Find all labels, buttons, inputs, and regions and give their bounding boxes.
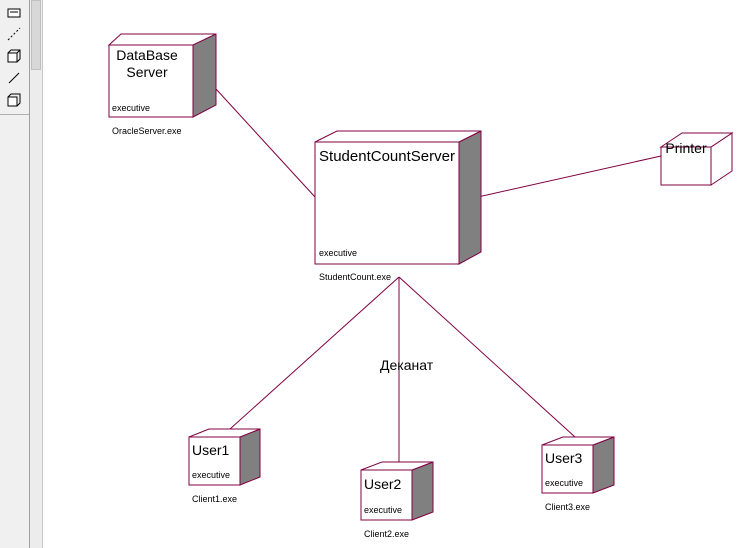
diagram-toolbar [0, 0, 30, 548]
node-name: Server [126, 64, 168, 80]
node-name: User2 [364, 476, 402, 492]
node-artifact-label: OracleServer.exe [112, 126, 182, 136]
vertical-scrollbar[interactable] [30, 0, 43, 548]
node-user2[interactable]: User2 executive [360, 461, 434, 521]
connection-label: Деканат [380, 357, 434, 373]
node-stereotype: executive [112, 103, 150, 113]
connection-server-printer[interactable] [468, 155, 662, 200]
scrollbar-thumb[interactable] [31, 0, 41, 70]
connection-line-icon [8, 72, 20, 84]
node-artifact-label: Client3.exe [545, 502, 590, 512]
node-name: User3 [545, 450, 583, 466]
node-stereotype: executive [545, 478, 583, 488]
connection-database-server[interactable] [204, 76, 316, 198]
node-user1[interactable]: User1 executive [188, 428, 261, 486]
node-stereotype: executive [364, 505, 402, 515]
node-stereotype: executive [319, 248, 357, 258]
node-user3[interactable]: User3 executive [541, 436, 615, 494]
node-name: StudentCountServer [319, 148, 455, 165]
node-printer[interactable]: Printer [659, 132, 734, 186]
node-name: Printer [665, 140, 707, 156]
processor-tool-button[interactable] [4, 46, 24, 66]
toolbar-separator [0, 114, 29, 115]
node-stereotype: executive [192, 470, 230, 480]
device-icon [7, 93, 21, 107]
connection-server-user1[interactable] [229, 276, 400, 430]
note-tool-button[interactable] [4, 4, 24, 24]
node-name: DataBase [116, 47, 178, 63]
device-tool-button[interactable] [4, 90, 24, 110]
processor-icon [7, 49, 21, 63]
connection-tool-button[interactable] [4, 68, 24, 88]
node-database-server[interactable]: DataBase Server executive [107, 33, 217, 118]
node-artifact-label: StudentCount.exe [319, 272, 391, 282]
node-artifact-label: Client1.exe [192, 494, 237, 504]
node-student-count-server[interactable]: StudentCountServer executive [314, 130, 482, 265]
anchor-line-icon [7, 27, 21, 41]
anchor-line-tool-button[interactable] [4, 24, 24, 44]
node-name: User1 [192, 442, 230, 458]
note-icon [7, 8, 21, 18]
connection-server-user3[interactable] [398, 276, 576, 438]
node-artifact-label: Client2.exe [364, 529, 409, 539]
